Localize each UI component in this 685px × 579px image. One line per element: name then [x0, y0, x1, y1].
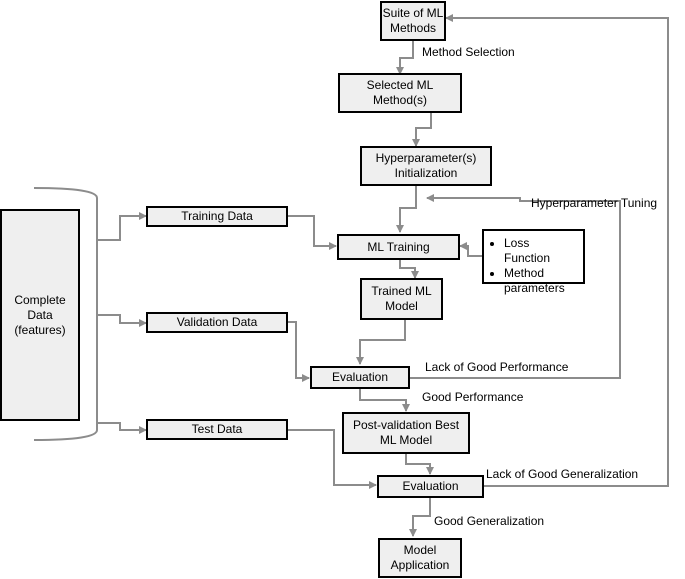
training-data-box: Training Data — [146, 206, 288, 227]
ml-training-box: ML Training — [337, 234, 460, 260]
label-good-generalization: Good Generalization — [434, 514, 545, 528]
edge-tuning-loop — [410, 194, 621, 379]
post-line-1: Post-validation Best — [352, 418, 460, 432]
post-validation-model-box: Post-validation Best ML Model — [342, 412, 470, 454]
edge-suite-to-selected — [396, 40, 414, 75]
edge-trained-to-eval1 — [356, 320, 406, 365]
hyper-line-2: Initialization — [394, 166, 458, 180]
trained-line-1: Trained ML — [371, 284, 432, 298]
edge-to-test-data — [97, 422, 147, 434]
trained-ml-model-box: Trained ML Model — [360, 278, 443, 320]
validation-data-box: Validation Data — [146, 312, 288, 333]
training-data-label: Training Data — [181, 209, 253, 223]
trained-line-2: Model — [385, 299, 418, 313]
edge-eval1-to-post — [359, 389, 410, 412]
complete-line-1: Complete — [14, 292, 66, 307]
edge-selected-to-hyper — [412, 112, 432, 147]
label-hyperparameter-tuning: Hyperparameter Tuning — [531, 196, 658, 210]
complete-line-2: Data — [27, 307, 53, 322]
edge-hyper-to-training — [396, 185, 417, 233]
ml-training-label: ML Training — [367, 239, 430, 254]
hyper-line-1: Hyperparameter(s) — [375, 151, 477, 165]
post-line-2: ML Model — [379, 433, 433, 447]
suite-line-1: Suite of ML — [382, 6, 444, 20]
edge-to-validation-data — [97, 314, 147, 327]
application-line-1: Model — [403, 543, 437, 557]
training-inputs-box: Loss Function Method parameters — [482, 229, 585, 295]
evaluation-validation-box: Evaluation — [310, 366, 410, 389]
label-lack-of-good-performance: Lack of Good Performance — [425, 360, 569, 374]
application-line-2: Application — [390, 558, 450, 572]
evaluation-1-label: Evaluation — [331, 370, 389, 384]
edge-notes-to-training — [459, 242, 482, 257]
edge-test-to-eval2 — [288, 429, 377, 489]
edge-training-to-trained — [399, 259, 419, 279]
note-loss-function: Loss Function — [504, 236, 577, 266]
edge-to-training-data — [97, 212, 147, 241]
validation-data-label: Validation Data — [176, 315, 258, 329]
test-data-label: Test Data — [191, 422, 243, 436]
selected-ml-method-box: Selected ML Method(s) — [338, 73, 462, 113]
selected-line-2: Method(s) — [372, 93, 428, 107]
label-good-performance: Good Performance — [422, 390, 524, 404]
edge-post-to-eval2 — [405, 453, 434, 475]
hyperparameter-initialization-box: Hyperparameter(s) Initialization — [360, 146, 492, 186]
edge-generalization-loop — [445, 14, 669, 487]
note-method-parameters: Method parameters — [504, 266, 577, 296]
edge-eval2-to-application — [409, 498, 431, 537]
evaluation-test-box: Evaluation — [377, 475, 484, 498]
selected-line-1: Selected ML — [366, 78, 434, 92]
edge-validation-to-eval1 — [288, 321, 310, 382]
test-data-box: Test Data — [146, 419, 288, 440]
evaluation-2-label: Evaluation — [402, 479, 459, 493]
model-application-box: Model Application — [378, 538, 462, 578]
edge-trainingdata-to-training — [288, 215, 337, 250]
label-lack-of-good-generalization: Lack of Good Generalization — [486, 467, 639, 481]
suite-line-2: Methods — [389, 21, 437, 35]
complete-line-3: (features) — [14, 322, 66, 337]
complete-data-box: Complete Data (features) — [0, 209, 80, 421]
suite-of-ml-methods-box: Suite of ML Methods — [380, 1, 446, 41]
label-method-selection: Method Selection — [422, 45, 515, 59]
